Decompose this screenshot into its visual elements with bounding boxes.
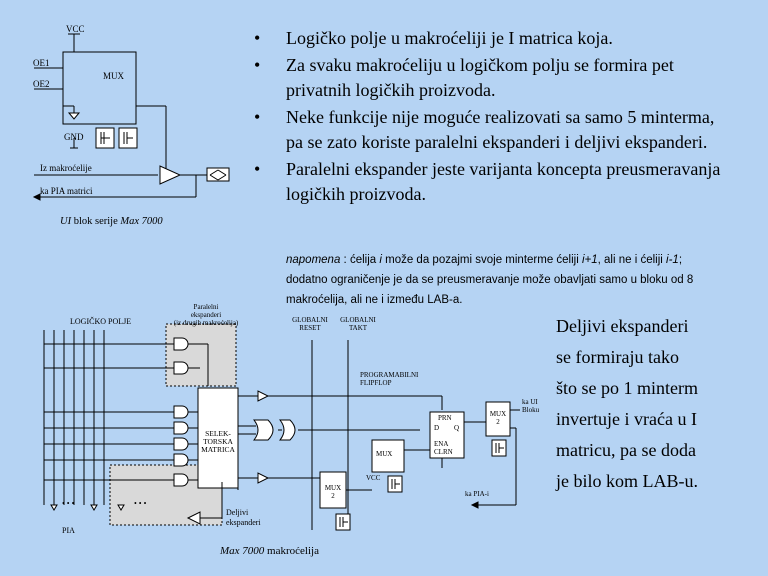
note-text: napomena : ćelija i može da pozajmi svoj… — [286, 254, 694, 306]
d-label: D — [434, 424, 440, 432]
programmable-switch-icons — [335, 439, 507, 531]
programmable-switch-icons — [95, 127, 138, 149]
programmable-flipflop-label: PROGRAMABILNI FLIPFLOP — [360, 371, 419, 387]
pia-label: PIA — [62, 526, 75, 535]
vcc-label-bottom: VCC — [366, 474, 381, 482]
bullet-item: •Paralelni ekspander jeste varijanta kon… — [254, 159, 721, 204]
oe1-label: OE1 — [33, 58, 50, 68]
pia-dots: • • • — [62, 499, 75, 508]
to-io-block-label: ka UI Bloku — [522, 398, 540, 414]
selector-matrix-label: SELEK- TORSKA MATRICA — [201, 429, 235, 454]
macrocell-diagram — [43, 323, 520, 531]
q-label: Q — [454, 424, 460, 432]
bullet-item: •Za svaku makroćeliju u logičkom polju s… — [254, 55, 674, 100]
logic-array-label: LOGIČKO POLJE — [70, 317, 132, 326]
io-block-caption: UI blok serije Max 7000 — [60, 216, 163, 227]
prn-label: PRN — [438, 414, 452, 422]
macrocell-caption: Max 7000 makroćelija — [220, 545, 319, 557]
global-clock-label: GLOBALNI TAKT — [340, 316, 376, 332]
bullet-list: •Logičko polje u makroćeliji je I matric… — [254, 26, 724, 209]
bullet-item: •Neke funkcije nije moguće realizovati s… — [254, 107, 715, 152]
shared-expanders-label: Deljivi ekspanderi — [226, 508, 261, 527]
vcc-label: VCC — [66, 24, 85, 34]
shared-expanders-description: Deljivi ekspanderi se formiraju tako što… — [556, 316, 698, 491]
mux-label: MUX — [103, 71, 125, 81]
from-macrocell-label: Iz makroćelije — [40, 163, 92, 173]
expander-dots: • • • — [134, 499, 147, 508]
global-reset-label: GLOBALNI RESET — [292, 316, 328, 332]
mux-label: MUX — [376, 450, 393, 458]
ena-clrn-label: ENA CLRN — [434, 440, 453, 456]
to-pia-label: ka PIA matrici — [40, 186, 93, 196]
gnd-label: GND — [64, 132, 84, 142]
parallel-expanders-label: Paralelni ekspanderi (iz drugih makroćel… — [173, 303, 239, 327]
io-block-diagram — [32, 33, 230, 201]
mux2-bottom-label: MUX 2 — [324, 484, 342, 500]
bullet-item: •Logičko polje u makroćeliji je I matric… — [254, 28, 613, 48]
oe2-label: OE2 — [33, 79, 50, 89]
mux2-right-label: MUX 2 — [489, 410, 507, 426]
to-pia-label-bottom: ka PIA-i — [465, 490, 489, 498]
